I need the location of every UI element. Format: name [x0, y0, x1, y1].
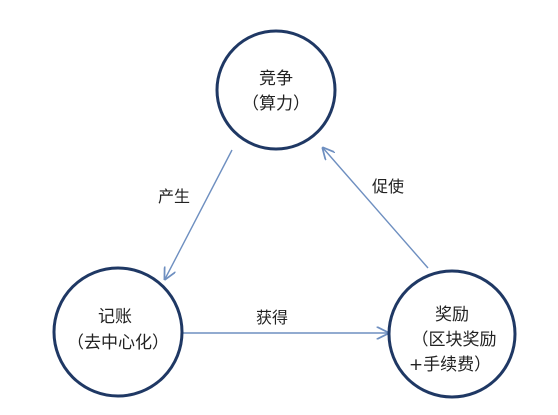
node-competition-label: 竞争	[259, 69, 293, 89]
node-reward-sublabel-2: +手续费）	[409, 355, 491, 375]
edge-promote-label: 促使	[372, 177, 404, 196]
node-competition-sublabel: （算力）	[242, 94, 310, 114]
edge-promote-arrow	[323, 148, 429, 269]
node-bookkeeping-label: 记账	[98, 307, 132, 327]
node-reward-sublabel: （区块奖励	[412, 330, 497, 350]
node-bookkeeping-circle	[52, 266, 184, 398]
edge-produce-label: 产生	[158, 187, 190, 206]
node-reward-circle	[387, 269, 517, 399]
node-bookkeeping: 记账 （去中心化）	[52, 266, 184, 398]
node-competition: 竞争 （算力）	[215, 29, 337, 151]
node-reward: 奖励 （区块奖励 +手续费）	[387, 269, 517, 399]
node-bookkeeping-sublabel: （去中心化）	[67, 333, 169, 353]
node-reward-label: 奖励	[435, 305, 469, 325]
edge-produce-arrow	[165, 149, 233, 279]
node-competition-circle	[215, 29, 337, 151]
edge-obtain-label: 获得	[256, 308, 288, 327]
